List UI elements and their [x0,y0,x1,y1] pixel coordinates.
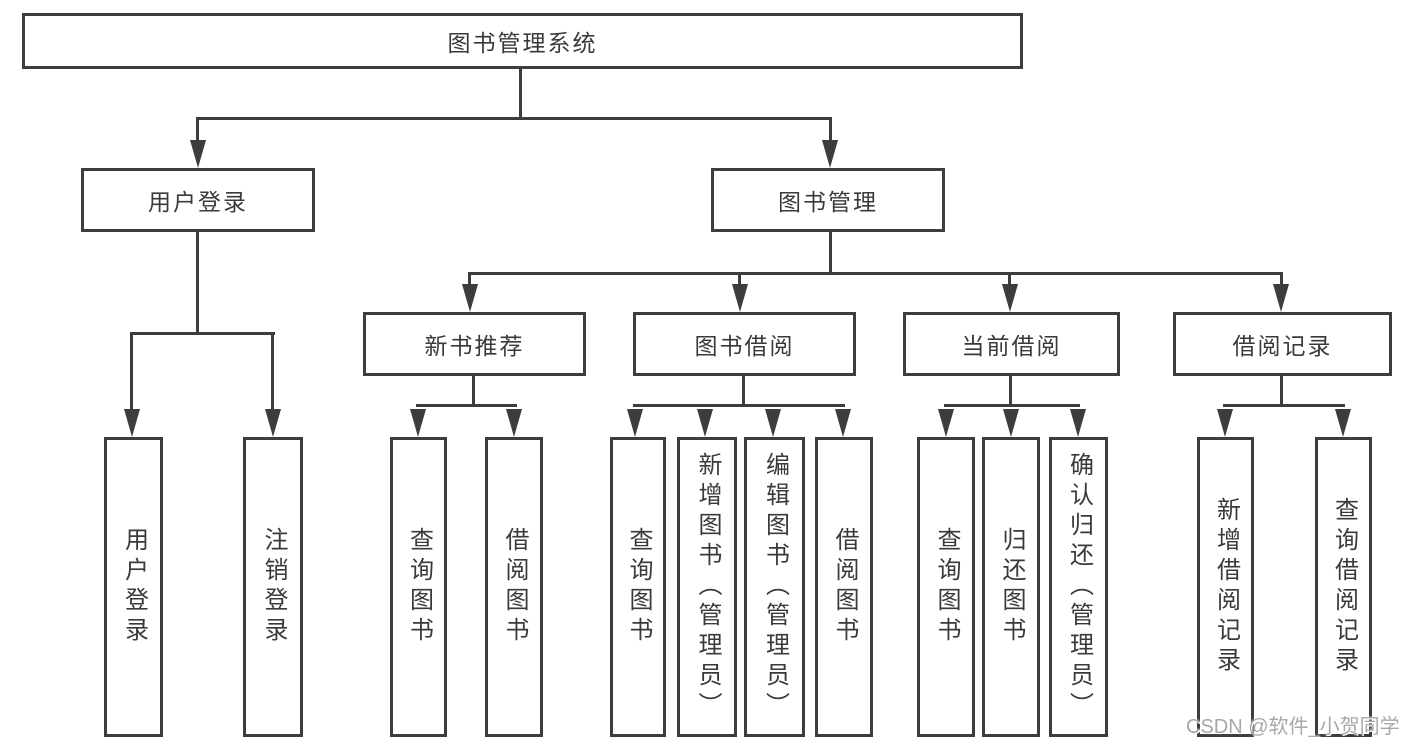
arrow-down-icon [1273,284,1289,312]
leaf-label: 编辑图书（管理员） [761,452,789,722]
arrow-down-icon [265,409,281,437]
arrow-down-icon [697,409,713,437]
leaf-label: 用户登录 [120,527,148,647]
leaf-label: 查询图书 [625,527,652,647]
node-user-login-label: 用户登录 [148,189,248,215]
node-borrow-records-label: 借阅记录 [1232,333,1333,359]
leaf-add-borrow-record: 新增借阅记录 [1197,437,1254,737]
leaf-borrow-books-2: 借阅图书 [815,437,873,737]
arrow-down-icon [462,284,478,312]
node-book-management-label: 图书管理 [778,189,878,215]
arrow-down-icon [732,284,748,312]
connector-line [472,376,475,407]
node-new-book-recommend-label: 新书推荐 [424,333,525,359]
node-current-borrow: 当前借阅 [903,312,1120,376]
leaf-label: 借阅图书 [831,527,858,647]
arrow-down-icon [190,140,206,168]
leaf-edit-books-admin: 编辑图书（管理员） [744,437,805,737]
arrow-down-icon [835,409,851,437]
leaf-query-books-1: 查询图书 [390,437,447,737]
connector-line [416,404,517,407]
leaf-label: 新增借阅记录 [1212,497,1240,677]
leaf-query-books-3: 查询图书 [917,437,975,737]
connector-line [1008,272,1011,288]
arrow-down-icon [938,409,954,437]
node-user-login: 用户登录 [81,168,315,232]
node-book-borrow-label: 图书借阅 [694,333,795,359]
connector-line [468,272,471,288]
connector-line [1280,376,1283,407]
connector-line [196,117,199,147]
arrow-down-icon [627,409,643,437]
leaf-return-books: 归还图书 [982,437,1040,737]
node-book-borrow: 图书借阅 [633,312,856,376]
leaf-confirm-return-admin: 确认归还（管理员） [1049,437,1108,737]
arrow-down-icon [506,409,522,437]
arrow-down-icon [410,409,426,437]
leaf-query-borrow-record: 查询借阅记录 [1315,437,1372,737]
connector-line [468,272,1283,275]
connector-line [829,117,832,147]
connector-line [1009,376,1012,407]
node-root-label: 图书管理系统 [447,30,598,56]
arrow-down-icon [1217,409,1233,437]
connector-line [944,404,1080,407]
node-root: 图书管理系统 [22,13,1023,69]
connector-line [738,272,741,288]
connector-line [130,332,275,335]
connector-line [633,404,845,407]
connector-line [130,332,133,412]
connector-line [196,117,832,120]
node-book-management: 图书管理 [711,168,945,232]
arrow-down-icon [1335,409,1351,437]
node-current-borrow-label: 当前借阅 [961,333,1062,359]
leaf-logout: 注销登录 [243,437,303,737]
node-borrow-records: 借阅记录 [1173,312,1392,376]
leaf-add-books-admin: 新增图书（管理员） [677,437,737,737]
leaf-label: 查询图书 [933,527,960,647]
leaf-query-books-2: 查询图书 [610,437,666,737]
arrow-down-icon [1070,409,1086,437]
arrow-down-icon [1003,409,1019,437]
connector-line [829,232,832,275]
connector-line [519,69,522,119]
leaf-label: 归还图书 [998,527,1025,647]
leaf-label: 查询借阅记录 [1330,497,1358,677]
arrow-down-icon [124,409,140,437]
connector-line [271,332,274,412]
connector-line [1223,404,1345,407]
leaf-borrow-books-1: 借阅图书 [485,437,543,737]
leaf-label: 确认归还（管理员） [1065,452,1093,722]
leaf-label: 新增图书（管理员） [694,452,721,722]
arrow-down-icon [1002,284,1018,312]
node-new-book-recommend: 新书推荐 [363,312,586,376]
connector-line [742,376,745,407]
watermark: CSDN @软件_小贺同学 [1186,716,1400,738]
leaf-user-login: 用户登录 [104,437,163,737]
leaf-label: 查询图书 [405,527,433,647]
connector-line [1280,272,1283,288]
arrow-down-icon [765,409,781,437]
arrow-down-icon [822,140,838,168]
leaf-label: 注销登录 [260,527,287,647]
leaf-label: 借阅图书 [501,527,528,647]
connector-line [196,232,199,335]
